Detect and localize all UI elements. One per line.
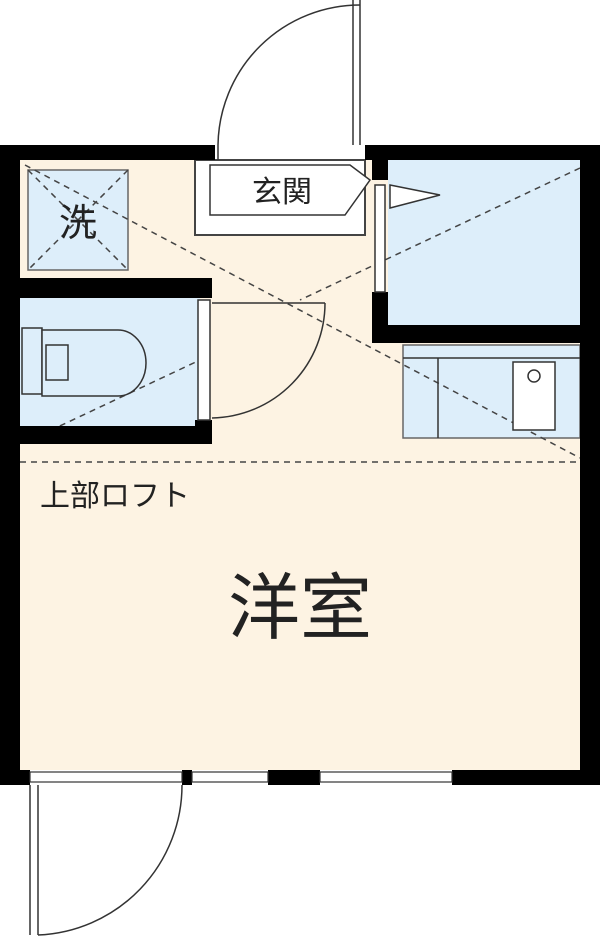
- closet-door: [389, 184, 441, 209]
- sink-icon: [403, 357, 580, 438]
- entrance-label: 玄関: [252, 175, 312, 210]
- door-swing-icon: [211, 302, 326, 419]
- wall: [365, 145, 600, 160]
- door-swing-icon: [29, 784, 183, 936]
- wall: [0, 145, 20, 785]
- entrance-step: [209, 164, 372, 216]
- loft-label: 上部ロフト: [40, 479, 190, 514]
- wall: [580, 145, 600, 785]
- closet: [388, 160, 580, 325]
- wall: [0, 145, 215, 160]
- toilet-door-frame: [197, 299, 211, 421]
- wall: [195, 278, 212, 298]
- diag-line: [299, 167, 581, 301]
- wall: [372, 325, 580, 343]
- wall: [20, 278, 212, 298]
- wall: [372, 160, 388, 180]
- toilet-icon: [21, 327, 147, 397]
- diag-line: [27, 169, 129, 271]
- wall: [268, 770, 320, 785]
- diag-line: [24, 164, 581, 459]
- diag-line: [29, 359, 201, 441]
- wall: [20, 426, 212, 444]
- wall: [452, 770, 600, 785]
- window: [29, 771, 453, 783]
- wall: [182, 770, 192, 785]
- room-label: 洋室: [228, 566, 372, 650]
- closet-door-frame: [374, 184, 386, 293]
- wall: [0, 770, 30, 785]
- door-swing-icon: [217, 0, 361, 160]
- wall: [195, 420, 212, 444]
- laundry-label: 洗: [59, 201, 97, 245]
